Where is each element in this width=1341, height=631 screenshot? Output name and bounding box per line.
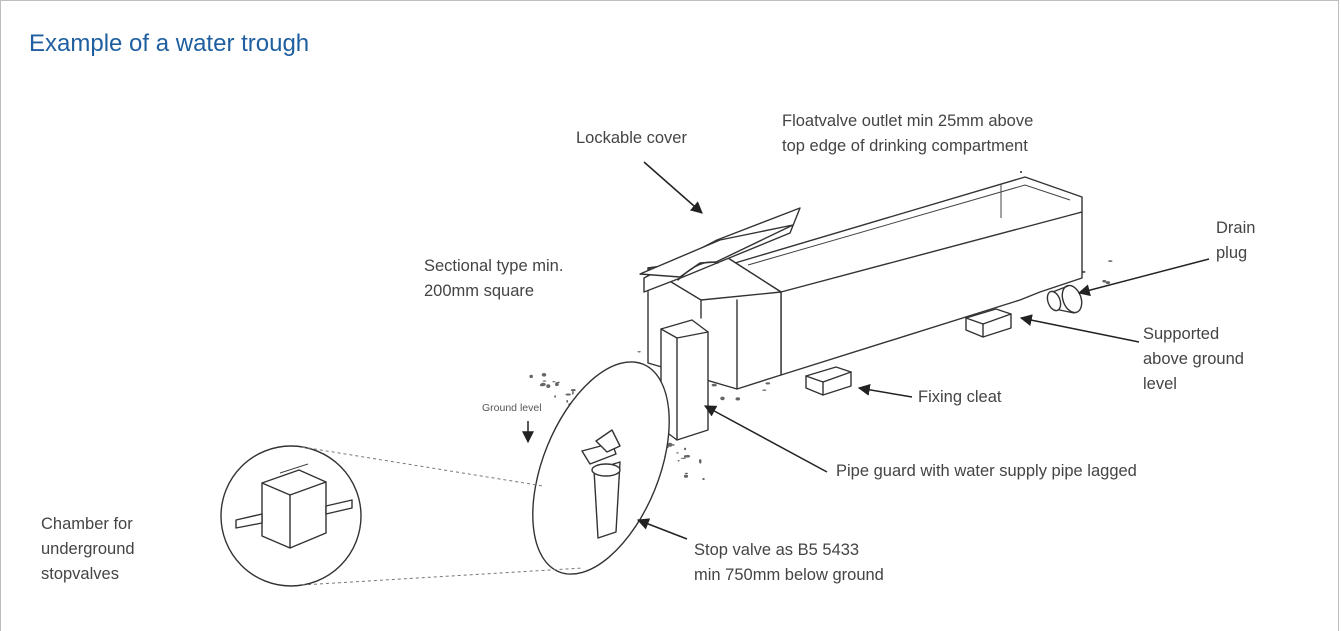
ground-speck (554, 395, 556, 398)
ground-speck (1081, 270, 1086, 274)
ground-speck (702, 478, 705, 480)
ground-speck (711, 383, 717, 387)
ground-speck (735, 397, 741, 401)
ground-speck (542, 380, 547, 382)
ground-speck (680, 457, 686, 459)
ground-speck (566, 399, 569, 403)
label-pipe-guard: Pipe guard with water supply pipe lagged (836, 462, 1137, 480)
ground-speck (1102, 279, 1107, 283)
ground-speck (698, 459, 702, 463)
label-chamber-line-1: Chamber for (41, 515, 133, 533)
label-supported-line-1: Supported (1143, 325, 1219, 343)
ground-speck (565, 393, 571, 396)
ground-speck (683, 455, 687, 458)
ground-speck (637, 351, 641, 353)
ground-speck (685, 454, 690, 458)
ground-section-detail (532, 361, 670, 575)
chamber-inset (220, 445, 584, 587)
ground-speck (765, 382, 771, 385)
label-floatvalve-line-2: top edge of drinking compartment (782, 137, 1028, 155)
ground-speck (541, 373, 547, 377)
label-floatvalve-line-1: Floatvalve outlet min 25mm above (782, 112, 1033, 130)
ground-speck (556, 381, 560, 384)
diagram-labels: Lockable cover Floatvalve outlet min 25m… (41, 112, 1255, 584)
label-stop-valve-line-2: min 750mm below ground (694, 566, 884, 584)
ground-speck (683, 474, 689, 478)
ground-speck (720, 396, 725, 401)
ground-speck (539, 383, 544, 387)
ground-speck (572, 390, 574, 395)
ground-speck (1108, 260, 1113, 262)
label-fixing-cleat: Fixing cleat (918, 388, 1002, 406)
ground-speck (762, 389, 767, 391)
figure-title: Example of a water trough (29, 30, 310, 57)
label-drain-line-2: plug (1216, 244, 1247, 262)
ground-speck (570, 389, 576, 392)
trough-body (647, 176, 1083, 390)
label-drain-line-1: Drain (1216, 219, 1255, 237)
label-sectional-line-1: Sectional type min. (424, 257, 563, 275)
leader-arrows (522, 161, 1210, 540)
ground-speck (677, 460, 680, 462)
fixing-cleats (805, 308, 1012, 396)
label-chamber-line-3: stopvalves (41, 565, 119, 583)
ground-speck (546, 384, 551, 388)
ground-speck (684, 472, 689, 475)
lockable-cover (639, 207, 801, 293)
label-supported-line-3: level (1143, 375, 1177, 393)
ground-speck (684, 447, 687, 451)
label-stop-valve-line-1: Stop valve as B5 5433 (694, 541, 859, 559)
label-lockable-cover: Lockable cover (576, 129, 687, 147)
label-sectional-line-2: 200mm square (424, 282, 534, 300)
label-ground-level: Ground level (482, 402, 542, 414)
ground-speck (1105, 281, 1111, 285)
ground-speck (529, 374, 533, 379)
label-chamber-line-2: underground (41, 540, 135, 558)
ground-speck (552, 381, 556, 383)
ground-speck (676, 452, 679, 454)
pipe-guard (660, 319, 709, 441)
ground-speck (667, 442, 673, 447)
ground-speck (555, 382, 559, 387)
label-supported-line-2: above ground (1143, 350, 1244, 368)
